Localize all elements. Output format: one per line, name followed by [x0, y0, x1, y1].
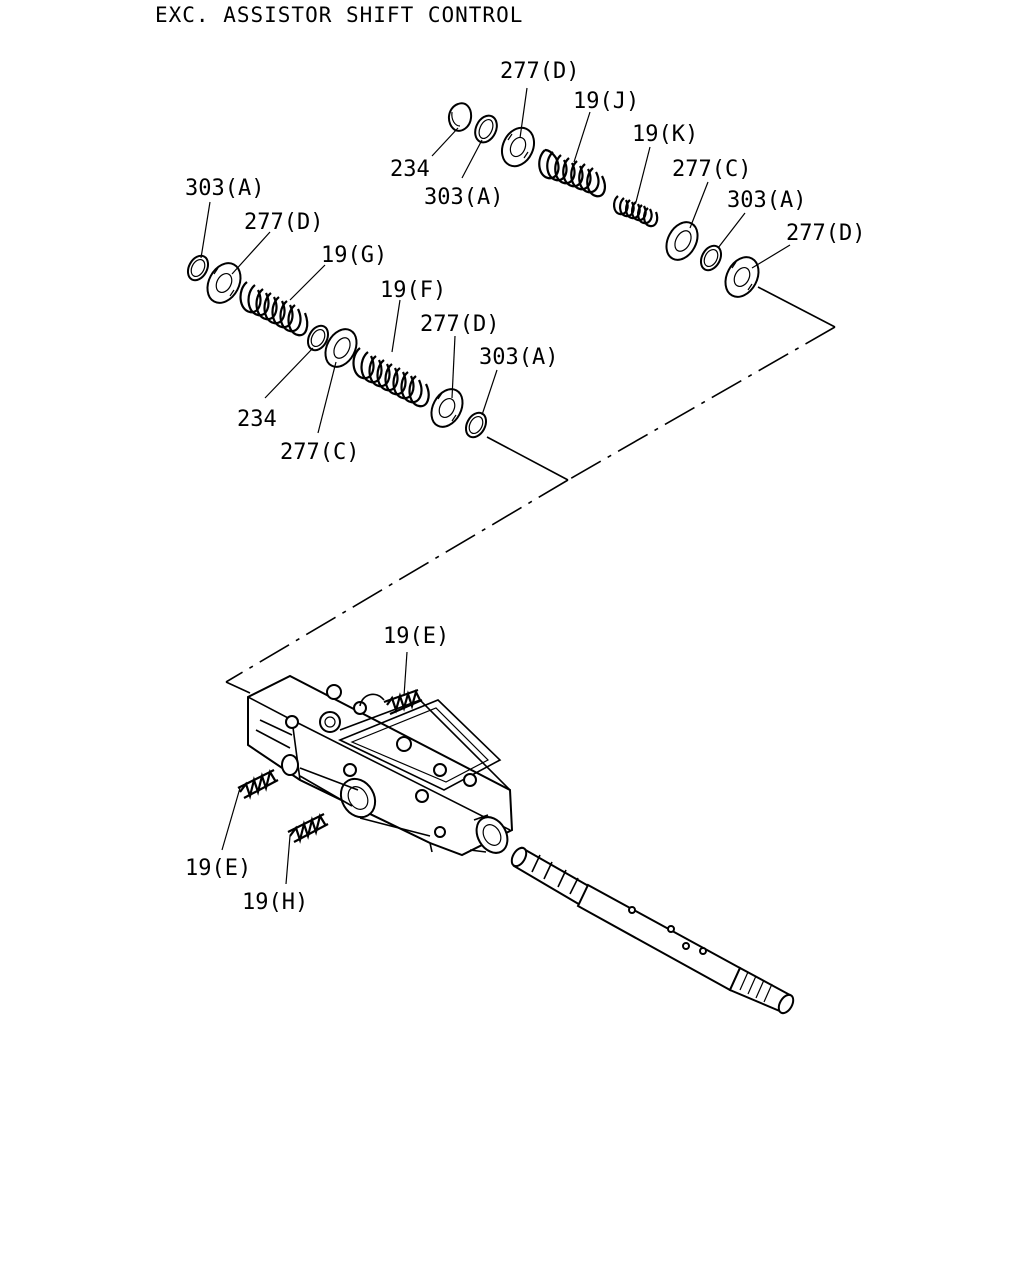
callout-277d: 277(D) — [244, 210, 323, 235]
washer-277c-upper — [665, 221, 699, 261]
callout-19g: 19(G) — [321, 243, 387, 268]
assembly-lines — [225, 286, 836, 694]
callout-277c: 277(C) — [672, 157, 751, 182]
callout-303a: 303(A) — [479, 345, 558, 370]
spring-19e-left — [237, 769, 279, 800]
spring-19e-top — [383, 688, 423, 716]
washer-277d-upper-1 — [500, 126, 536, 168]
callout-277d: 277(D) — [786, 221, 865, 246]
callout-labels: 277(D) 19(J) 19(K) 234 303(A) 277(C) 303… — [185, 59, 865, 915]
callout-19h: 19(H) — [242, 890, 308, 915]
leader-lines — [200, 87, 791, 885]
valve-housing — [247, 674, 514, 857]
diagram-title: EXC. ASSISTOR SHIFT CONTROL — [155, 3, 524, 27]
washer-277d-mid — [430, 388, 464, 428]
callout-19k: 19(K) — [632, 122, 698, 147]
spring-19f — [352, 347, 430, 408]
callout-234: 234 — [390, 157, 430, 182]
spring-19j — [538, 148, 606, 198]
callout-277c: 277(C) — [280, 440, 359, 465]
spring-19g — [239, 281, 309, 337]
spring-19k — [613, 195, 659, 228]
spring-19h — [287, 813, 329, 844]
snap-ring-303a-upper-1 — [474, 114, 498, 144]
snap-ring-303a-mid — [464, 411, 488, 439]
callout-303a: 303(A) — [424, 185, 503, 210]
callout-19e: 19(E) — [185, 856, 251, 881]
snap-ring-303a-left — [186, 254, 210, 282]
callout-303a: 303(A) — [727, 188, 806, 213]
callout-19e: 19(E) — [383, 624, 449, 649]
shift-shaft — [510, 846, 795, 1015]
callout-277d: 277(D) — [500, 59, 579, 84]
snap-ring-234-upper — [448, 102, 473, 132]
callout-19j: 19(J) — [573, 89, 639, 114]
washer-277c-left — [324, 328, 358, 368]
callout-277d: 277(D) — [420, 312, 499, 337]
callout-19f: 19(F) — [380, 278, 446, 303]
washer-277d-upper-2 — [724, 256, 760, 298]
callout-234: 234 — [237, 407, 277, 432]
callout-303a: 303(A) — [185, 176, 264, 201]
snap-ring-303a-upper-2 — [699, 244, 723, 272]
